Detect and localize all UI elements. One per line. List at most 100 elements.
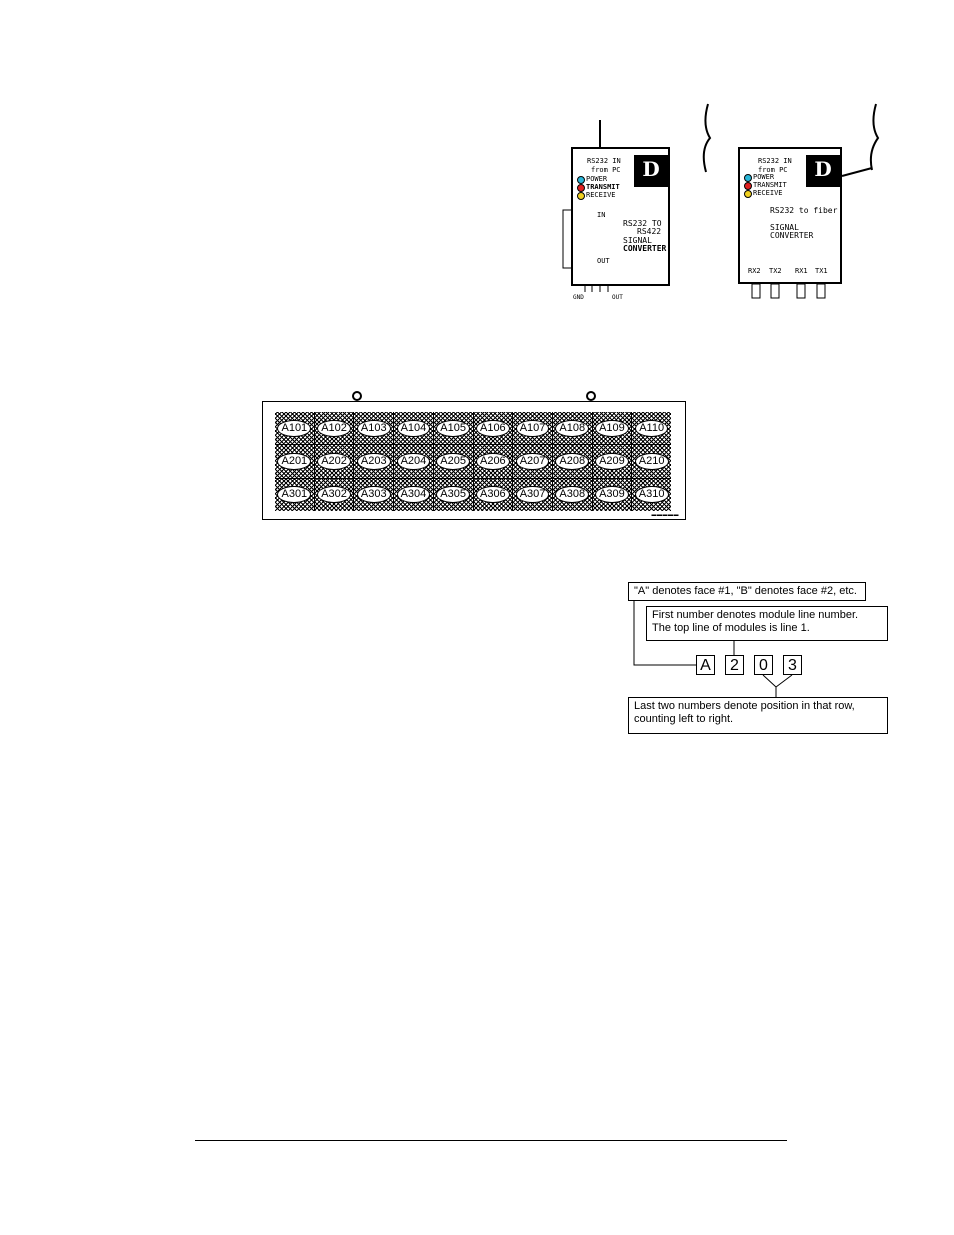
sign-module: A106 [473, 412, 513, 445]
rs232-rs422-converter: RS232 IN from PC D POWER TRANSMIT RECEIV… [571, 147, 670, 286]
converter-title-2: SIGNAL [770, 223, 799, 232]
module-label: A110 [635, 419, 669, 437]
transmit-led-label: TRANSMIT [586, 183, 620, 191]
converter-title-3: SIGNAL [623, 236, 652, 245]
sign-module: A301 [275, 478, 314, 511]
module-label: A307 [515, 486, 550, 504]
module-label: A209 [595, 452, 629, 470]
module-label: A208 [555, 452, 590, 470]
power-led-icon [577, 176, 585, 184]
converter-title-3: CONVERTER [770, 231, 814, 240]
position-legend-text-2: counting left to right. [634, 713, 734, 725]
footer-rule [195, 1140, 787, 1141]
module-label: A204 [396, 452, 431, 470]
line-legend-box: First number denotes module line number.… [646, 606, 888, 641]
module-label: A308 [555, 486, 590, 504]
module-label: A107 [515, 419, 550, 437]
port-tx1-label: TX1 [815, 267, 828, 275]
module-label: A104 [396, 419, 431, 437]
module-label: A203 [356, 452, 391, 470]
module-label: A108 [555, 419, 590, 437]
module-label: A109 [595, 419, 629, 437]
port-rx1-label: RX1 [795, 267, 808, 275]
sign-module: A102 [314, 412, 354, 445]
module-label: A304 [396, 486, 431, 504]
converter-input-label: RS232 IN [587, 157, 621, 165]
sign-module: A307 [513, 478, 552, 511]
sign-module: A202 [314, 445, 354, 478]
sign-module: A108 [552, 412, 592, 445]
sign-module: A308 [552, 478, 592, 511]
sign-module: A103 [354, 412, 394, 445]
sign-module: A208 [552, 445, 592, 478]
module-label: A206 [475, 452, 510, 470]
sign-module: A205 [433, 445, 473, 478]
sign-module: A302 [314, 478, 354, 511]
converter-input-sub: from PC [591, 166, 621, 174]
sign-module: A303 [354, 478, 394, 511]
sign-drawing-code: ▬▬▬▬▬ [651, 512, 679, 518]
transmit-led-icon [577, 184, 585, 192]
module-label: A205 [436, 452, 470, 470]
converter-out-terminal-label: OUT [612, 294, 623, 301]
converter-gnd-label: GND [573, 294, 584, 301]
face-legend-box: "A" denotes face #1, "B" denotes face #2… [628, 582, 866, 601]
receive-led-label: RECEIVE [586, 191, 616, 199]
sign-module: A107 [513, 412, 552, 445]
converter-title-2: RS422 [637, 227, 662, 236]
converter-out-label: OUT [597, 257, 610, 265]
sign-module: A209 [592, 445, 632, 478]
module-label: A306 [475, 486, 510, 504]
module-label: A302 [317, 486, 351, 504]
sign-module: A203 [354, 445, 394, 478]
converter-title-4: CONVERTER [623, 244, 667, 253]
module-label: A101 [277, 419, 312, 437]
power-led-icon [744, 174, 752, 182]
module-label: A105 [436, 419, 470, 437]
transmit-led-label: TRANSMIT [753, 181, 787, 189]
converter-title-1: RS232 to fiber [770, 206, 838, 215]
module-label: A305 [436, 486, 470, 504]
position-legend-box: Last two numbers denote position in that… [628, 697, 888, 734]
module-label: A210 [634, 452, 669, 470]
sign-face: A101 A102 A103 A104 A105 A106 A107 A108 A109 A110… [262, 401, 686, 520]
power-led-label: POWER [753, 173, 775, 181]
sign-module: A304 [394, 478, 433, 511]
line-legend-text-1: First number denotes module line number. [652, 609, 859, 621]
receive-led-icon [744, 190, 752, 198]
module-label: A103 [356, 419, 391, 437]
rs232-fiber-converter: RS232 IN from PC D POWER TRANSMIT RECEIV… [738, 147, 842, 284]
module-label: A102 [317, 419, 351, 437]
sign-module: A306 [473, 478, 513, 511]
port-rx2-label: RX2 [748, 267, 761, 275]
sign-module: A309 [592, 478, 632, 511]
sign-module: A104 [394, 412, 433, 445]
module-grid: A101 A102 A103 A104 A105 A106 A107 A108 A109 A110… [275, 412, 671, 511]
module-label: A310 [634, 486, 669, 504]
position-legend-text-1: Last two numbers denote position in that… [634, 700, 855, 712]
module-label: A106 [475, 419, 510, 437]
sign-module: A310 [632, 478, 671, 511]
sign-module: A207 [513, 445, 552, 478]
legend-digit-position-ones: 3 [783, 655, 802, 675]
daktronics-logo: D [806, 155, 840, 187]
legend-digit-face: A [696, 655, 715, 675]
module-label: A201 [277, 452, 312, 470]
sign-module: A210 [632, 445, 671, 478]
legend-digit-line: 2 [725, 655, 744, 675]
module-label: A207 [515, 452, 550, 470]
sign-hanger-right-icon [586, 391, 596, 401]
line-legend-text-2: The top line of modules is line 1. [652, 622, 810, 634]
converter-title-1: RS232 TO [623, 219, 662, 228]
power-led-label: POWER [586, 175, 608, 183]
receive-led-label: RECEIVE [753, 189, 783, 197]
module-label: A309 [595, 486, 629, 504]
module-label: A303 [356, 486, 391, 504]
sign-module: A206 [473, 445, 513, 478]
sign-module: A105 [433, 412, 473, 445]
receive-led-icon [577, 192, 585, 200]
converter-input-sub: from PC [758, 166, 788, 174]
module-label: A202 [317, 452, 351, 470]
converter-in-label: IN [597, 211, 606, 219]
port-tx2-label: TX2 [769, 267, 782, 275]
